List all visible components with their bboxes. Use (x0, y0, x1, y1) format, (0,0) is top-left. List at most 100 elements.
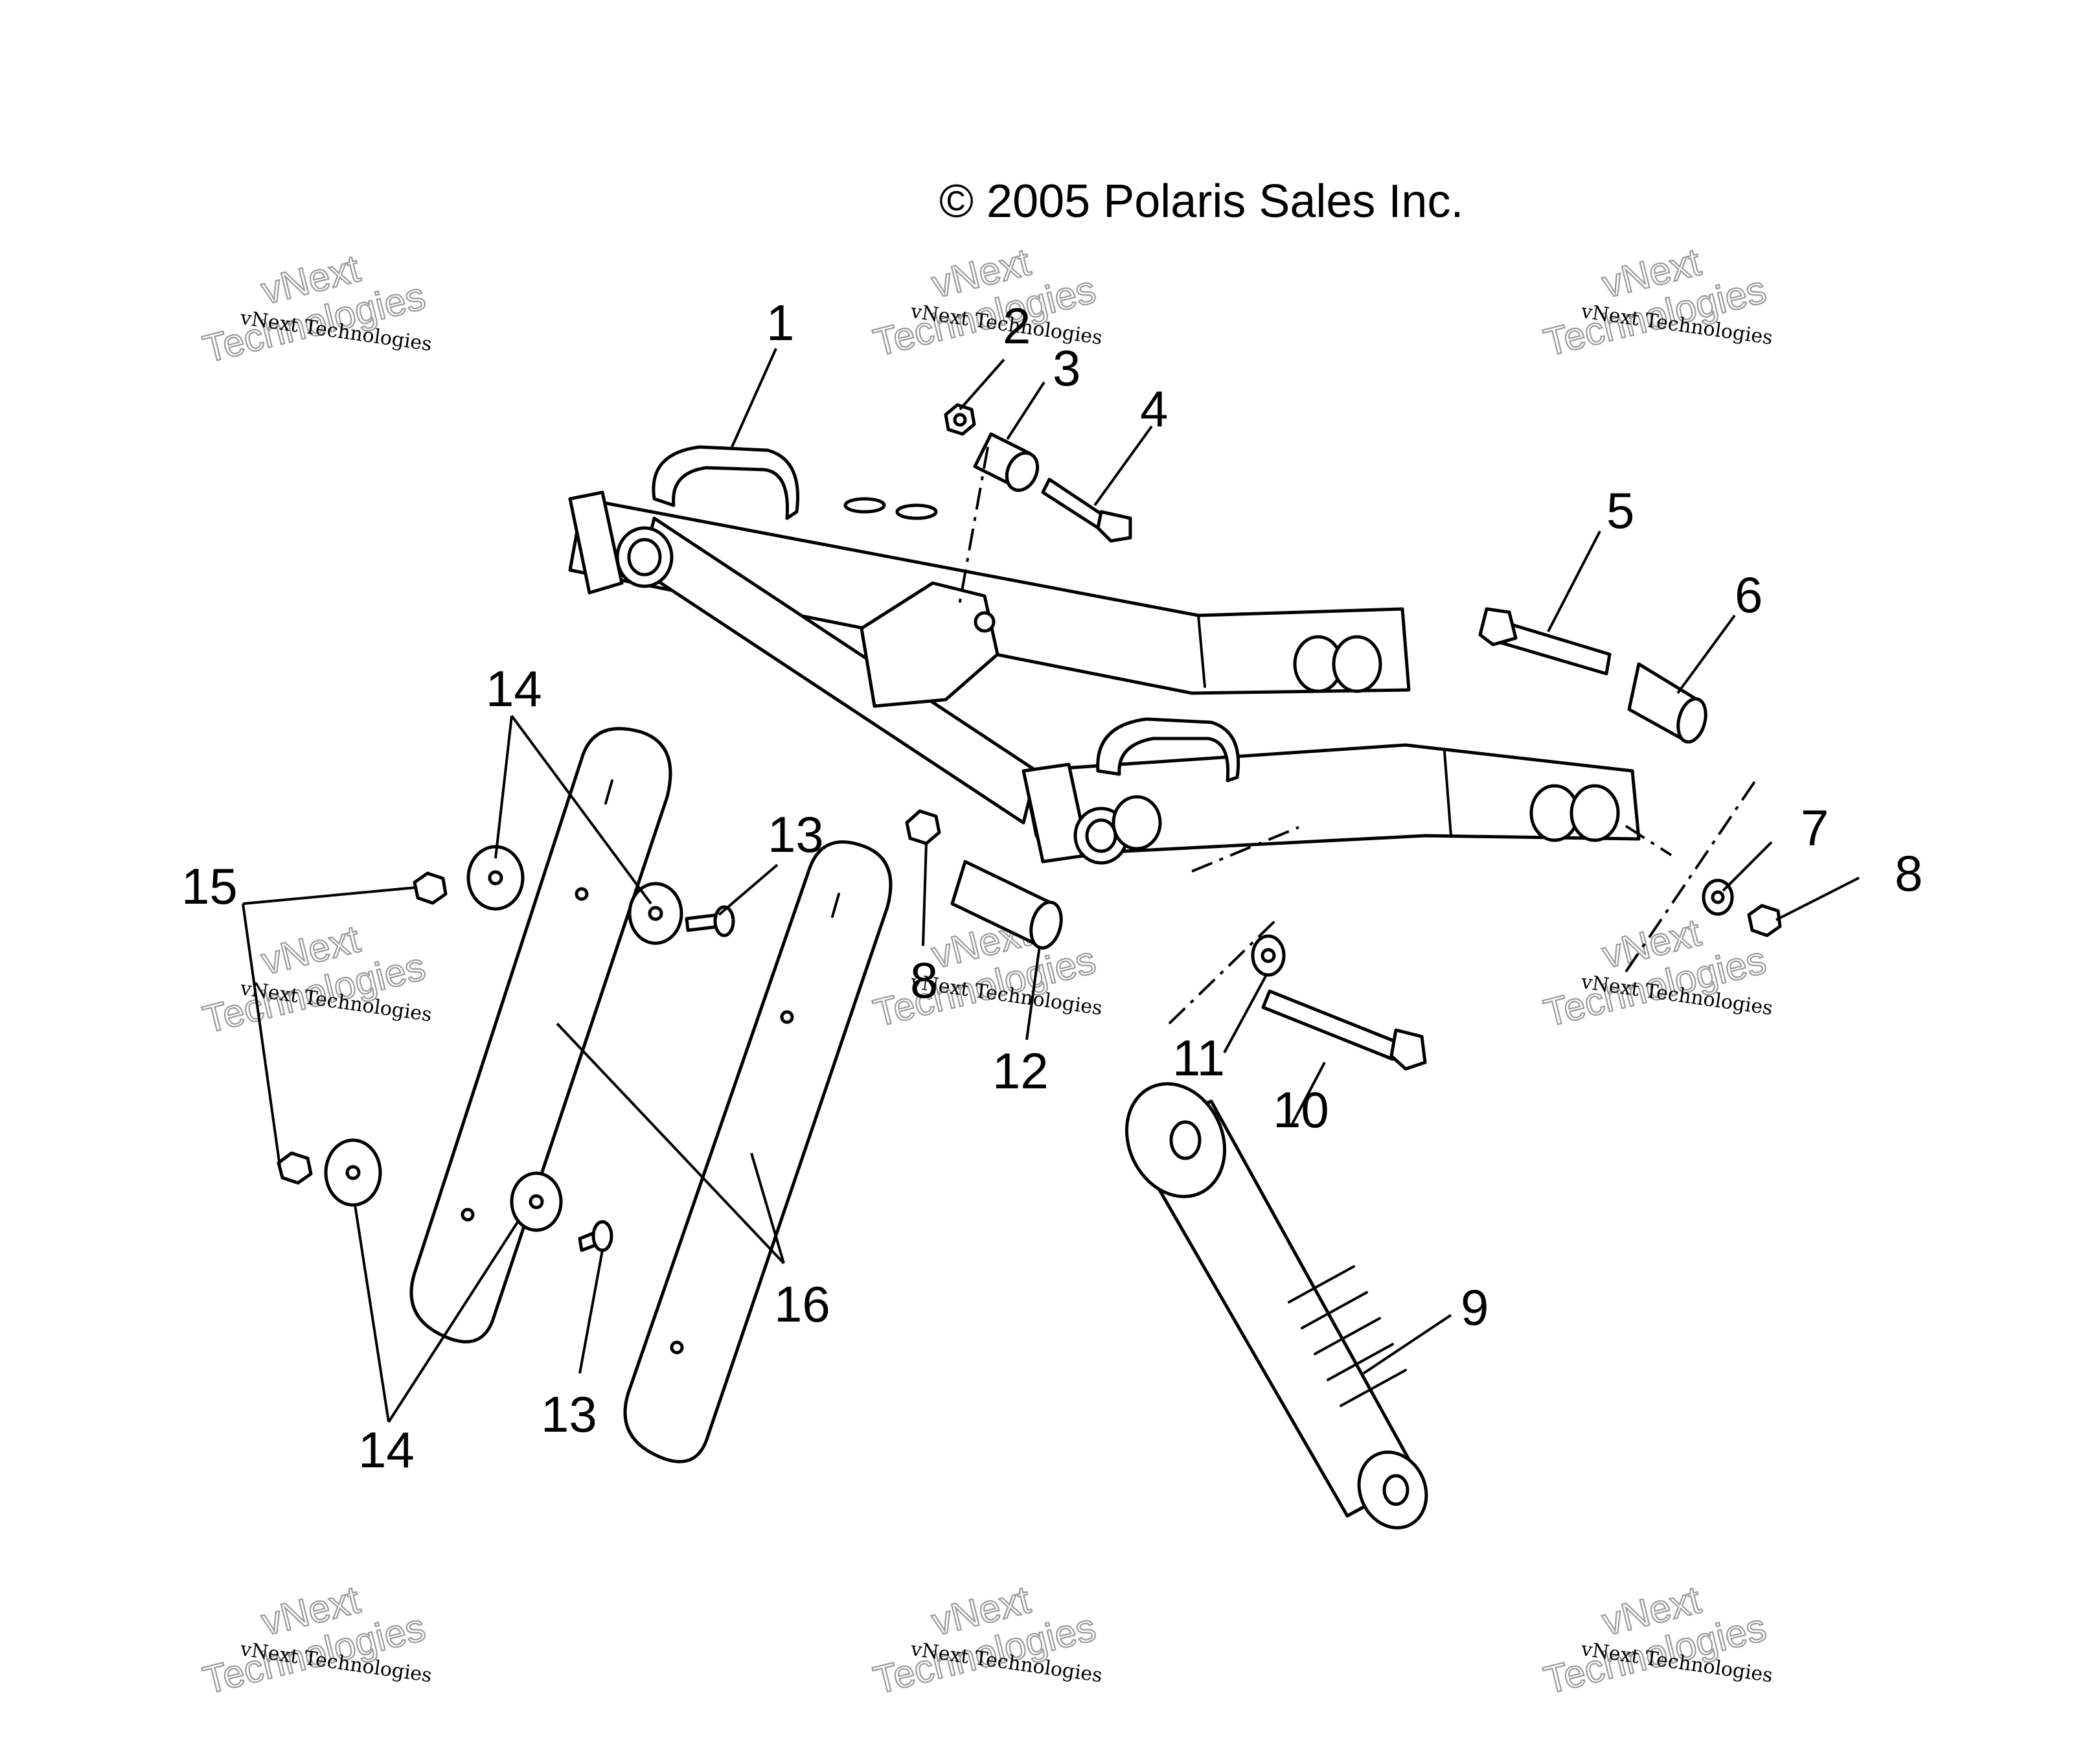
shock-absorber-top-eye-hole (1169, 1120, 1202, 1160)
swing-arm-handle-lower (1096, 717, 1240, 783)
callout-4: 4 (1140, 380, 1168, 437)
watermark-top-left: vNext Technologies vNext Technologies (198, 246, 433, 371)
shock-mount-bracket (860, 581, 999, 708)
callout-numbers: 1 2 3 4 5 6 7 8 8 9 10 11 12 13 13 14 14… (181, 294, 1923, 1478)
center-line-11 (1191, 826, 1299, 873)
callout-8-left: 8 (910, 952, 938, 1009)
nut-part-8-right (1747, 904, 1782, 937)
hardware-upper (905, 403, 1782, 1071)
leader-16 (556, 1022, 785, 1265)
leader-8-left (922, 842, 928, 946)
cross-tube-slot-1 (843, 497, 886, 514)
callout-2: 2 (1003, 297, 1031, 354)
sleeve-part-6-end (1676, 697, 1707, 744)
nut-part-15-upper (413, 871, 448, 905)
shock-mount-bracket-hole (974, 611, 996, 633)
watermark-bottom-left: vNext Technologies vNext Technologies (198, 1577, 433, 1702)
assembly-center-lines (957, 446, 1757, 1025)
shock-absorber-bottom-eye-hole (1382, 1474, 1410, 1506)
swing-arm-pivot-box-upper (568, 490, 624, 595)
callout-3: 3 (1053, 339, 1080, 396)
bolt-part-10-shank (1261, 989, 1401, 1061)
callout-leaders (242, 348, 1860, 1423)
nut-part-2-hole (953, 413, 967, 427)
rear-bushing-lower-2 (1569, 784, 1620, 842)
watermark-top-right: vNext Technologies vNext Technologies (1539, 239, 1774, 365)
callout-5: 5 (1606, 482, 1634, 539)
swing-arm-upper-rail-seam (1197, 614, 1206, 688)
callout-6: 6 (1735, 566, 1763, 623)
leader-13-lower (578, 1250, 604, 1374)
link-arm-right-hole-2 (670, 1340, 684, 1355)
watermark-middle-right: vNext Technologies vNext Technologies (1539, 910, 1774, 1035)
pivot-bushing-lower-left-2 (1112, 795, 1162, 851)
spacer-part-3-end (1005, 451, 1040, 492)
swing-arm-assembly (568, 445, 1641, 865)
link-arm-left-hole-2 (461, 1208, 475, 1222)
leader-14-lower (354, 1204, 519, 1423)
callout-16: 16 (774, 1276, 830, 1333)
callout-8-right: 8 (1895, 845, 1923, 902)
leader-6 (1676, 614, 1736, 694)
center-line-3 (957, 446, 989, 610)
washer-part-14-lower-right-hole (529, 1194, 544, 1209)
washer-part-14-upper-right-hole (648, 906, 663, 921)
leader-12 (1025, 945, 1041, 1040)
link-arm-left-slot (604, 779, 613, 805)
callout-1: 1 (766, 294, 794, 351)
leader-14-upper (494, 715, 652, 905)
callout-11: 11 (1172, 1029, 1225, 1086)
callout-10: 10 (1273, 1081, 1329, 1138)
watermark-middle-left: vNext Technologies vNext Technologies (198, 916, 433, 1042)
link-arm-right (623, 840, 893, 1463)
leader-9 (1362, 1314, 1452, 1375)
shock-absorber-bellows (1288, 1265, 1407, 1407)
suspension-links (409, 727, 893, 1463)
callout-14-upper: 14 (486, 660, 542, 717)
link-arm-left (409, 727, 672, 1344)
callout-9: 9 (1461, 1279, 1489, 1336)
washer-part-14-upper-left-hole (488, 870, 503, 886)
rivet-part-13-lower-head (591, 1220, 613, 1252)
link-arm-right-slot (831, 893, 840, 918)
leader-2 (959, 358, 1005, 411)
bolt-part-5-head (1478, 607, 1518, 647)
leader-10 (1291, 1062, 1326, 1125)
leader-11 (1223, 974, 1268, 1053)
leader-5 (1547, 531, 1601, 632)
center-line-11b (1168, 919, 1277, 1025)
callout-15: 15 (181, 858, 238, 915)
callout-13-lower: 13 (541, 1386, 597, 1443)
watermark-bottom-right: vNext Technologies vNext Technologies (1539, 1577, 1774, 1702)
watermark-middle-center: vNext Technologies vNext Technologies (869, 910, 1104, 1035)
leader-1 (731, 348, 777, 448)
bolt-part-4-head (1096, 510, 1132, 543)
leader-15 (242, 886, 417, 1167)
swing-arm-lower-rail-seam (1443, 750, 1452, 837)
leader-8-right (1775, 876, 1860, 921)
swing-arm-handle-upper (652, 445, 800, 520)
callout-14-lower: 14 (358, 1421, 415, 1478)
washer-part-11-hole (1261, 948, 1276, 963)
cross-tube-slot-2 (895, 503, 938, 520)
leader-13-upper (718, 864, 779, 916)
hardware-links (277, 845, 735, 1252)
link-arm-left-hole-1 (575, 887, 589, 901)
nut-part-8-left (905, 809, 941, 845)
callout-13-upper: 13 (768, 806, 824, 863)
center-line-7 (1625, 825, 1672, 856)
nut-part-15-lower (277, 1151, 313, 1185)
pivot-bushing-upper-left-bore (627, 538, 662, 577)
washer-part-14-lower-left-hole (345, 1165, 361, 1180)
washer-part-7-hole (1711, 890, 1725, 904)
callout-7: 7 (1801, 799, 1829, 856)
bolt-part-10-head (1389, 1028, 1427, 1071)
watermark-bottom-center: vNext Technologies vNext Technologies (869, 1577, 1104, 1702)
leader-4 (1093, 425, 1153, 507)
pivot-bushing-lower-left-bore (1085, 818, 1117, 853)
leader-7 (1722, 841, 1773, 892)
leader-3 (1006, 381, 1045, 441)
rear-bushing-upper-2 (1332, 635, 1382, 693)
